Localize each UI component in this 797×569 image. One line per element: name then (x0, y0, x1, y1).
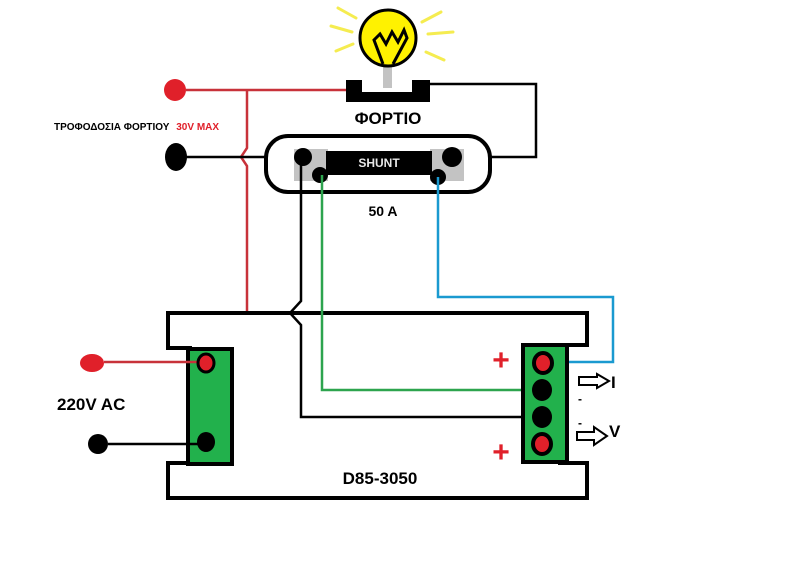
bulb-filament (372, 26, 409, 65)
voltage-output-label: V (609, 422, 621, 441)
mains-label: 220V AC (57, 395, 125, 414)
shunt-resistor (326, 151, 432, 175)
mains-neutral-screw (197, 432, 215, 452)
voltage-minus-marker: - (578, 416, 582, 430)
current-plus-screw (532, 351, 554, 375)
load-supply-negative-terminal (165, 143, 187, 171)
load-supply-max-voltage: 30V MAX (176, 122, 219, 133)
current-minus-screw (532, 379, 552, 401)
voltage-minus-screw (532, 406, 552, 428)
current-arrow-icon (578, 372, 611, 390)
light-ray (336, 6, 358, 20)
voltage-arrow-icon (576, 425, 609, 447)
shunt-right-main-terminal (442, 147, 462, 167)
shunt-label: SHUNT (358, 156, 400, 170)
light-ray (420, 10, 443, 24)
voltage-plus-screw (531, 432, 553, 456)
current-plus-marker: + (492, 344, 510, 377)
load-supply-positive-terminal (164, 79, 186, 101)
wire-black-load-to-shunt (430, 82, 538, 159)
light-ray (424, 50, 446, 62)
mains-live-terminal (80, 354, 104, 372)
light-ray (329, 24, 354, 34)
light-bulb-icon (329, 6, 455, 88)
shunt-rating-label: 50 A (368, 203, 397, 219)
current-minus-marker: - (578, 392, 582, 406)
load-supply-label-text: ΤΡΟΦΟΔΟΣΙΑ ΦΟΡΤΙΟΥ (54, 122, 170, 133)
load-label: ΦΟΡΤΙΟ (355, 109, 422, 128)
current-output-label: I (611, 373, 616, 392)
wire-green-shunt-to-module-i-minus (320, 175, 541, 392)
wire-blue-shunt-to-module-i-plus (436, 177, 615, 364)
light-ray (426, 30, 455, 36)
light-ray (334, 42, 355, 53)
shunt-left-sense-terminal (312, 167, 328, 183)
mains-neutral-terminal (88, 434, 108, 454)
load-supply-label: ΤΡΟΦΟΔΟΣΙΑ ΦΟΡΤΙΟΥ 30V MAX (54, 122, 219, 133)
mains-live-screw (196, 352, 216, 374)
module-label: D85-3050 (343, 469, 418, 488)
shunt-left-main-terminal (294, 148, 312, 166)
voltage-plus-marker: + (492, 436, 510, 469)
bulb-base (383, 64, 392, 88)
load-socket (346, 80, 430, 102)
wire-black-shunt-to-module-v-minus (288, 157, 541, 419)
